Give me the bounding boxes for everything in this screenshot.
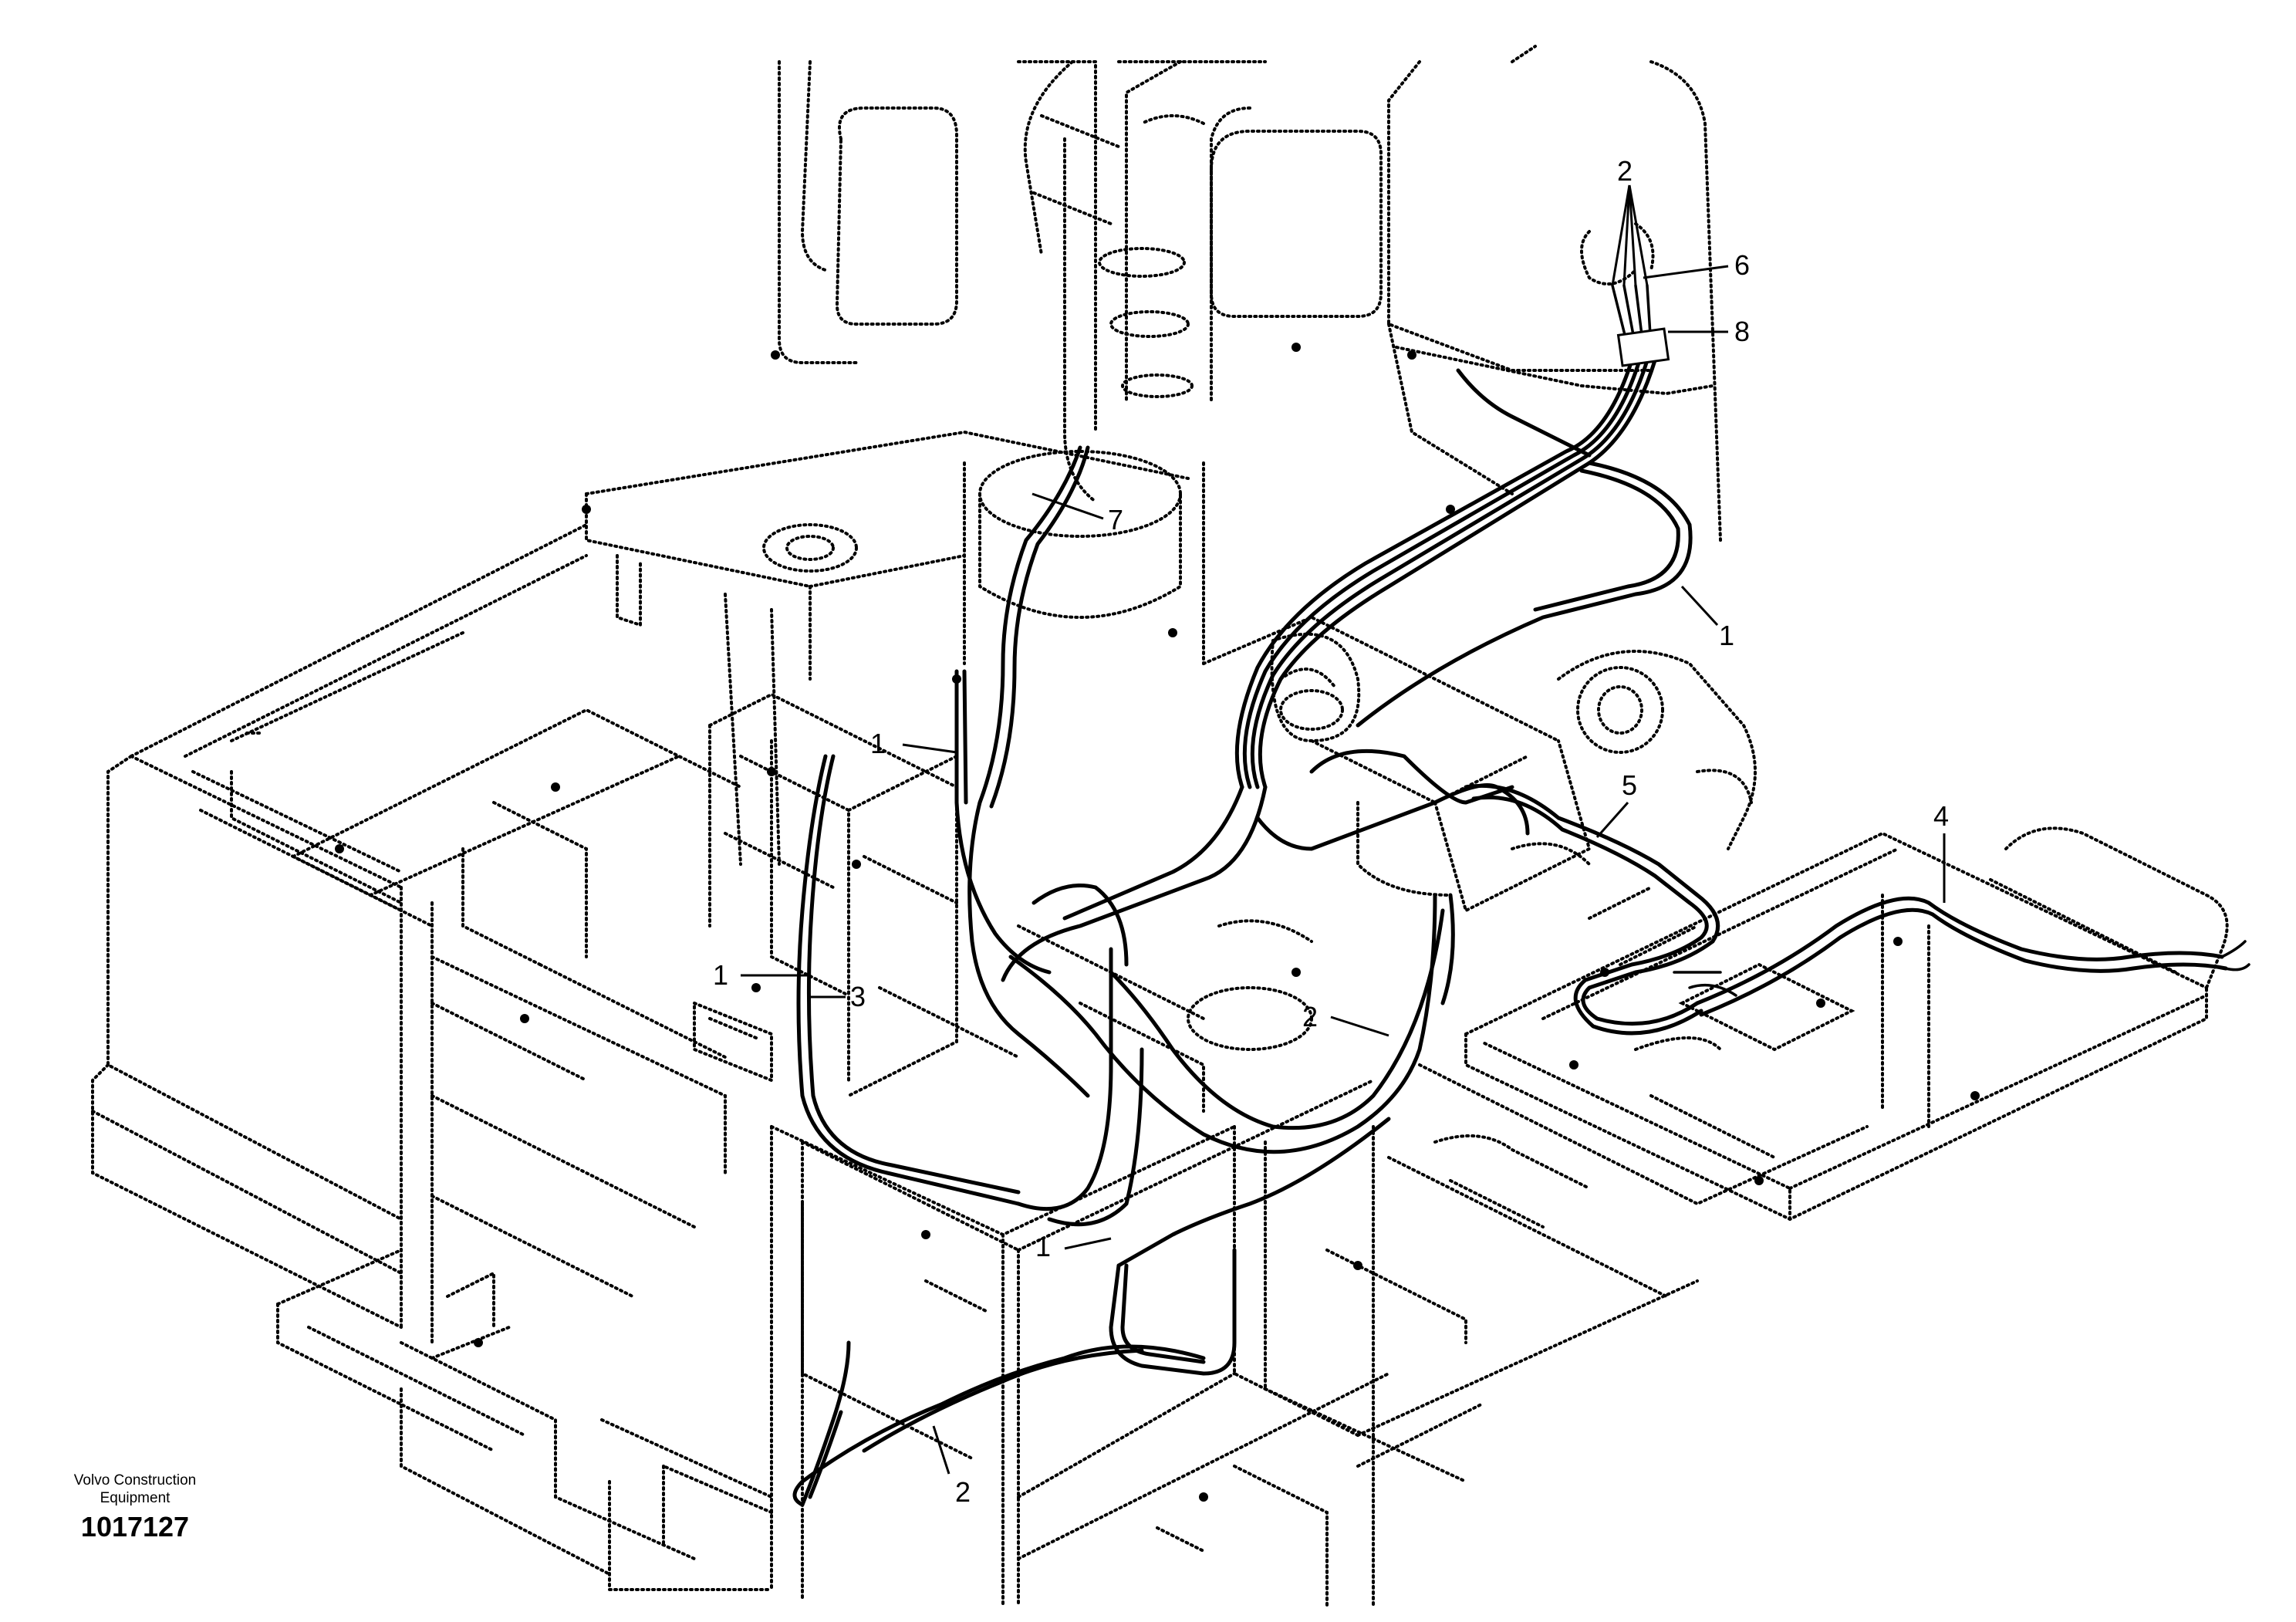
callout-1-left: 1	[713, 959, 728, 991]
callout-1-bottom: 1	[1035, 1231, 1051, 1262]
callout-2-bottom: 2	[955, 1476, 971, 1508]
callout-1-right: 1	[1719, 620, 1734, 651]
callout-4: 4	[1933, 800, 1949, 832]
leader-lines	[741, 184, 1946, 1475]
callout-2-mid: 2	[1302, 1001, 1318, 1032]
callout-7: 7	[1108, 504, 1123, 536]
callout-2-top: 2	[1617, 155, 1633, 187]
callout-5: 5	[1622, 769, 1637, 801]
callout-6: 6	[1734, 249, 1750, 281]
publisher-line-1: Volvo Construction	[73, 1472, 197, 1489]
machine-frame-outline	[91, 45, 2229, 1607]
top-clamp	[1580, 222, 1655, 286]
publisher-line-2: Equipment	[100, 1490, 171, 1506]
hose-harness	[792, 284, 2250, 1507]
callout-1-mid: 1	[870, 728, 886, 759]
publisher-label: Volvo Construction Equipment	[46, 1472, 224, 1507]
fastener-dots	[335, 343, 1980, 1502]
callout-8: 8	[1734, 316, 1750, 347]
callout-labels: 2 6 8 7 1 1 5 4 1 3 2 1 2	[713, 155, 1949, 1508]
callout-3: 3	[850, 981, 866, 1012]
connector-block	[1616, 327, 1670, 367]
drawing-number: 1017127	[80, 1511, 190, 1543]
